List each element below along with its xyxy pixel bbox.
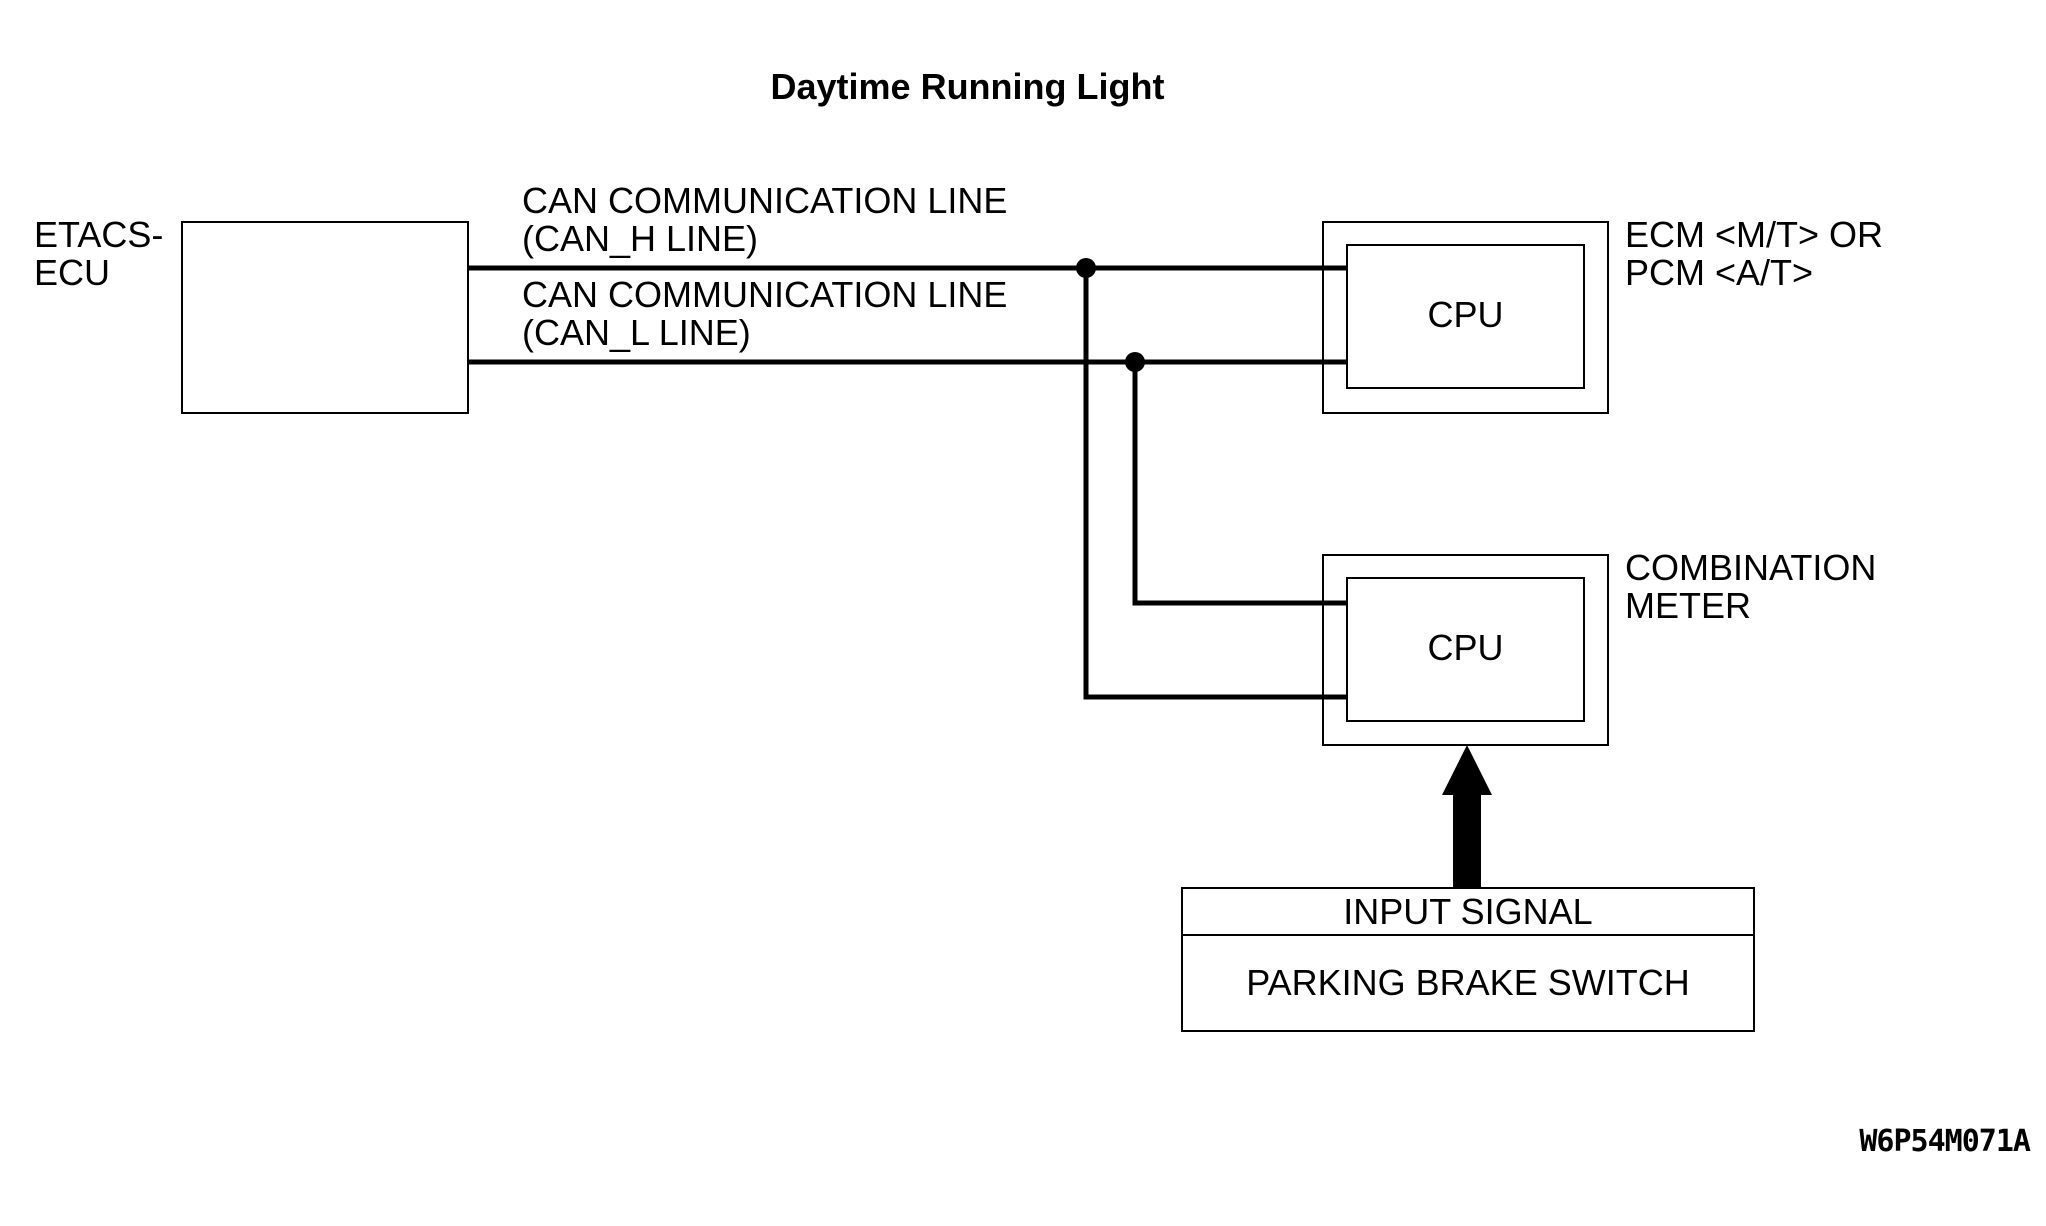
can-h-label-line2: (CAN_H LINE)	[522, 218, 759, 259]
ecm-pcm-label-line2: PCM <A/T>	[1625, 252, 1814, 293]
combination-meter-label-line1: COMBINATION	[1625, 547, 1877, 588]
ecm-pcm-outer-box	[1322, 221, 1609, 414]
can-h-label: CAN COMMUNICATION LINE (CAN_H LINE)	[522, 182, 1007, 258]
combination-meter-label-line2: METER	[1625, 585, 1751, 626]
combination-meter-cpu-box	[1346, 577, 1585, 722]
ecm-pcm-label-line1: ECM <M/T> OR	[1625, 214, 1884, 255]
etacs-ecu-box	[181, 221, 469, 414]
combination-meter-label: COMBINATION METER	[1625, 549, 1876, 625]
input-signal-header: INPUT SIGNAL	[1343, 891, 1593, 932]
ecm-pcm-label: ECM <M/T> OR PCM <A/T>	[1625, 216, 1883, 292]
etacs-ecu-label: ETACS- ECU	[34, 216, 163, 292]
can-h-junction-dot	[1076, 258, 1096, 278]
parking-brake-switch-label: PARKING BRAKE SWITCH	[1246, 962, 1690, 1003]
ecm-pcm-cpu-label: CPU	[1427, 294, 1504, 335]
can-l-label: CAN COMMUNICATION LINE (CAN_L LINE)	[522, 276, 1007, 352]
can-l-junction-dot	[1125, 352, 1145, 372]
can-h-label-line1: CAN COMMUNICATION LINE	[522, 180, 1008, 221]
diagram-title: Daytime Running Light	[770, 66, 1165, 107]
can-l-label-line2: (CAN_L LINE)	[522, 312, 751, 353]
ecm-pcm-cpu-box	[1346, 244, 1585, 389]
signal-arrow-head	[1442, 745, 1492, 795]
etacs-ecu-label-line2: ECU	[34, 252, 111, 293]
can-h-branch-line	[1083, 268, 1347, 700]
etacs-ecu-label-line1: ETACS-	[34, 214, 164, 255]
combination-meter-cpu-label: CPU	[1427, 627, 1504, 668]
can-l-branch-line	[1132, 362, 1347, 606]
signal-arrow-shaft	[1453, 790, 1481, 888]
combination-meter-outer-box	[1322, 554, 1609, 746]
figure-code: W6P54M071A	[1859, 1124, 2031, 1159]
can-l-label-line1: CAN COMMUNICATION LINE	[522, 274, 1008, 315]
